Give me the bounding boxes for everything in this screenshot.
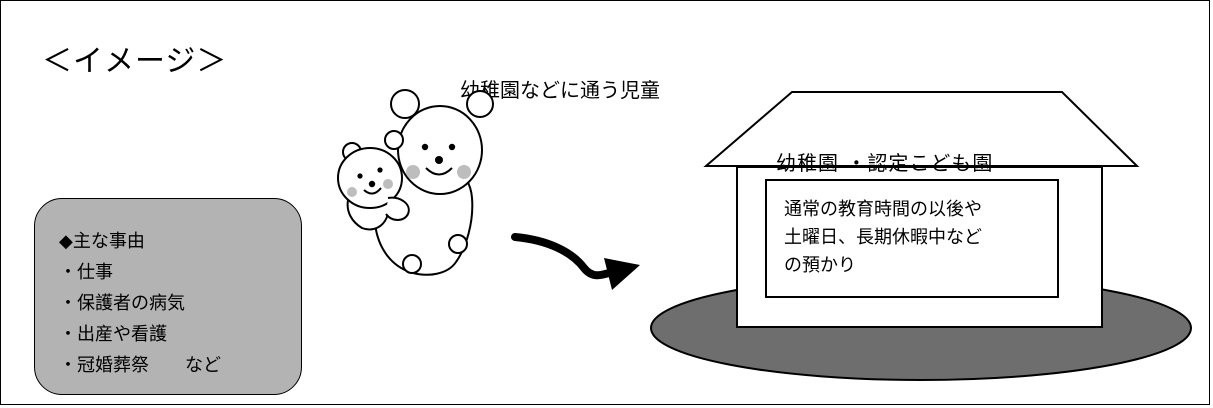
reason-item: ・仕事 [59,262,113,283]
service-board [765,179,1059,298]
reasons-title: ◆主な事由 [59,231,145,252]
reason-item: ・冠婚葬祭 など [59,355,221,376]
service-line: の預かり [784,255,856,276]
service-text: 通常の教育時間の以後や 土曜日、長期休暇中など の預かり [784,196,982,280]
curved-arrow-icon [511,233,640,290]
reason-item: ・出産や看護 [59,324,167,345]
child-label: 幼稚園などに通う児童 [460,78,660,102]
service-line: 通常の教育時間の以後や [784,199,982,220]
service-line: 土曜日、長期休暇中など [784,227,982,248]
reason-item: ・保護者の病気 [59,293,185,314]
facility-label: 幼稚園 ・認定こども園 [776,151,994,175]
bear-cub-icon [337,130,410,231]
diagram-heading: ＜イメージ＞ [42,44,228,79]
reasons-box: ◆主な事由 ・仕事 ・保護者の病気 ・出産や看護 ・冠婚葬祭 など [34,198,302,395]
house-roof [703,91,1140,167]
